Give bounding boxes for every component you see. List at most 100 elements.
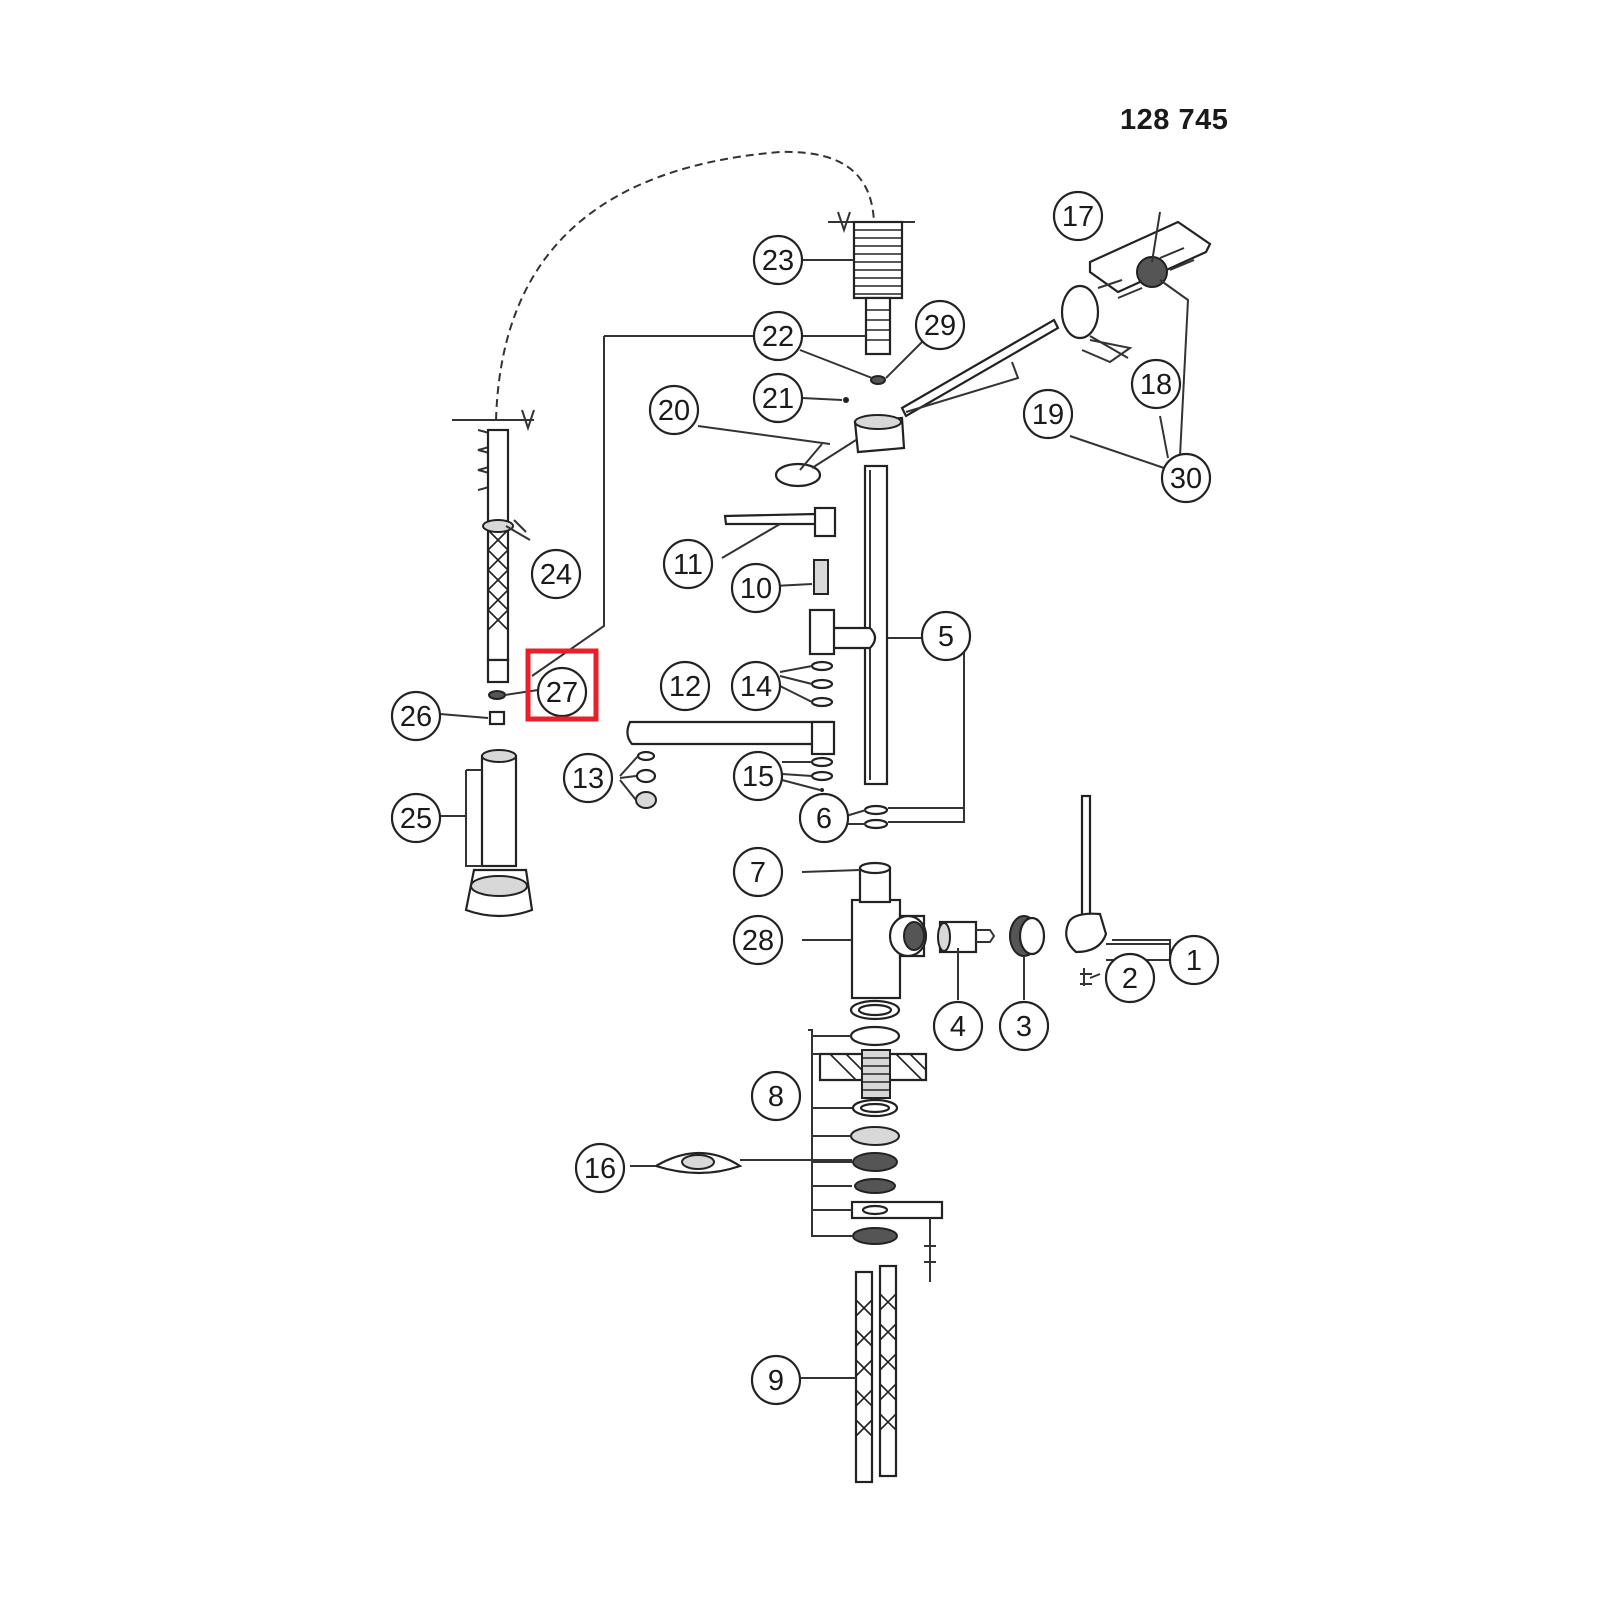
highlight-box-27 <box>525 648 599 722</box>
oring-29 <box>870 375 886 385</box>
callout-circle <box>730 562 782 614</box>
callout-15: 15 <box>732 750 784 802</box>
callout-label: 24 <box>540 559 572 591</box>
callout-label: 16 <box>584 1153 616 1185</box>
callout-circle <box>732 750 784 802</box>
callout-label: 9 <box>768 1365 784 1397</box>
disc-18 <box>1060 284 1133 364</box>
callout-label: 18 <box>1140 369 1172 401</box>
callout-9: 9 <box>750 1354 802 1406</box>
callout-2: 2 <box>1104 952 1156 1004</box>
dot-21 <box>843 397 849 403</box>
callout-26: 26 <box>390 690 442 742</box>
callout-12: 12 <box>659 660 711 712</box>
callout-circle <box>998 1000 1050 1052</box>
callout-circle <box>390 792 442 844</box>
callout-circle <box>1022 388 1074 440</box>
callout-circle <box>932 1000 984 1052</box>
callout-circle <box>750 1354 802 1406</box>
callout-5: 5 <box>920 610 972 662</box>
callout-circle <box>530 548 582 600</box>
callout-circle <box>752 234 804 286</box>
callout-circle <box>730 660 782 712</box>
callout-14: 14 <box>730 660 782 712</box>
callout-circle <box>574 1142 626 1194</box>
callout-circle <box>732 846 784 898</box>
callout-label: 23 <box>762 245 794 277</box>
part-number-label: 128 745 <box>1120 104 1229 136</box>
callout-circle <box>659 660 711 712</box>
callout-circle <box>914 299 966 351</box>
callout-label: 3 <box>1016 1011 1032 1043</box>
callout-label: 14 <box>740 671 772 703</box>
callout-10: 10 <box>730 562 782 614</box>
callout-circle <box>732 914 784 966</box>
callout-circle <box>752 372 804 424</box>
leader-lines <box>439 211 1190 1379</box>
callout-label: 12 <box>669 671 701 703</box>
callout-circle <box>1160 452 1212 504</box>
callout-label: 22 <box>762 321 794 353</box>
callout-18: 18 <box>1130 358 1182 410</box>
column-5 <box>830 464 889 786</box>
callout-16: 16 <box>574 1142 626 1194</box>
callout-label: 4 <box>950 1011 966 1043</box>
cartridge-10 <box>813 559 829 595</box>
hose-break-left <box>452 409 535 432</box>
callout-label: 5 <box>938 621 954 653</box>
callout-23: 23 <box>752 234 804 286</box>
callout-circle <box>1130 358 1182 410</box>
callout-21: 21 <box>752 372 804 424</box>
callout-25: 25 <box>390 792 442 844</box>
callout-30: 30 <box>1160 452 1212 504</box>
nut-3 <box>1009 915 1046 957</box>
pull-out-hose-dashed <box>495 150 875 421</box>
callout-11: 11 <box>662 538 714 590</box>
callout-22: 22 <box>752 310 804 362</box>
callout-13: 13 <box>562 752 614 804</box>
callout-circle <box>390 690 442 742</box>
oring-27 <box>488 690 506 700</box>
bracket-17 <box>1088 220 1212 299</box>
callout-28: 28 <box>732 914 784 966</box>
callout-label: 26 <box>400 701 432 733</box>
callout-24: 24 <box>530 548 582 600</box>
cartridge-4 <box>937 920 996 954</box>
callout-label: 20 <box>658 395 690 427</box>
callout-label: 17 <box>1062 201 1094 233</box>
callout-circle <box>750 1070 802 1122</box>
aerator-13 <box>635 750 657 809</box>
rings-15 <box>810 756 834 792</box>
callout-label: 13 <box>572 763 604 795</box>
callout-label: 15 <box>742 761 774 793</box>
rings-6 <box>863 804 889 830</box>
screw-2 <box>1080 968 1092 986</box>
callout-label: 6 <box>816 803 832 835</box>
hose-24 <box>477 428 514 684</box>
callout-circle <box>536 666 588 718</box>
mounting-stack-8 <box>818 999 944 1282</box>
callout-label: 7 <box>750 857 766 889</box>
spray-head-25 <box>464 749 534 918</box>
plate-16 <box>653 1151 743 1175</box>
callout-label: 11 <box>673 549 703 581</box>
callout-label: 29 <box>924 310 956 342</box>
callout-17: 17 <box>1052 190 1104 242</box>
body-28 <box>850 861 928 1000</box>
handle-20 <box>774 414 906 488</box>
callout-circle <box>920 610 972 662</box>
callout-4: 4 <box>932 1000 984 1052</box>
callout-1: 1 <box>1168 934 1220 986</box>
callout-19: 19 <box>1022 388 1074 440</box>
rings-14 <box>810 660 834 708</box>
callout-label: 1 <box>1186 945 1202 977</box>
callout-label: 21 <box>762 383 794 415</box>
callout-label: 25 <box>400 803 432 835</box>
callout-6: 6 <box>798 792 850 844</box>
lever-11 <box>723 506 837 538</box>
callout-20: 20 <box>648 384 700 436</box>
callout-8: 8 <box>750 1070 802 1122</box>
callout-circle <box>648 384 700 436</box>
